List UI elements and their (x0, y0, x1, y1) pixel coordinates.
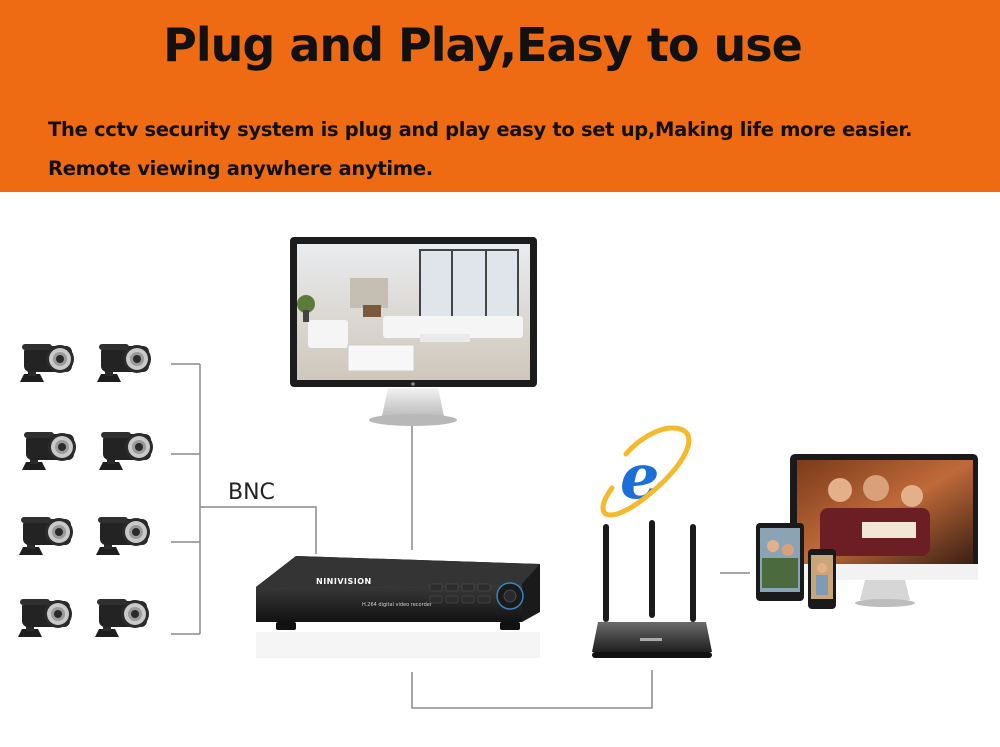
cctv-camera-icon (18, 599, 72, 637)
dvr-model-label: H.264 digital video recorder (362, 602, 433, 608)
smartphone-icon (808, 549, 836, 609)
dvr-brand-label: NINIVISION (316, 577, 372, 586)
description-line-2: Remote viewing anywhere anytime. (48, 157, 433, 180)
cctv-camera-icon (99, 432, 153, 470)
cctv-cameras (18, 344, 153, 637)
devices-group (756, 454, 978, 609)
wifi-router-icon (592, 520, 712, 658)
header-banner: Plug and Play,Easy to use The cctv secur… (0, 0, 1000, 192)
cctv-camera-icon (95, 599, 149, 637)
cctv-camera-icon (20, 344, 74, 382)
description-line-1: The cctv security system is plug and pla… (48, 118, 913, 141)
connection-lines (171, 363, 750, 709)
system-diagram: NINIVISION H.264 digital video recorder … (18, 237, 978, 709)
cctv-camera-icon (96, 517, 150, 555)
page-title: Plug and Play,Easy to use (163, 18, 803, 72)
dvr-icon: NINIVISION H.264 digital video recorder (256, 556, 540, 658)
cctv-camera-icon (22, 432, 76, 470)
tablet-icon (756, 523, 804, 601)
internet-explorer-icon: e (600, 425, 692, 518)
cctv-camera-icon (97, 344, 151, 382)
cctv-camera-icon (19, 517, 73, 555)
bnc-connection-label: BNC (228, 480, 275, 505)
desktop-monitor-icon (790, 454, 978, 607)
monitor-icon (290, 237, 537, 426)
